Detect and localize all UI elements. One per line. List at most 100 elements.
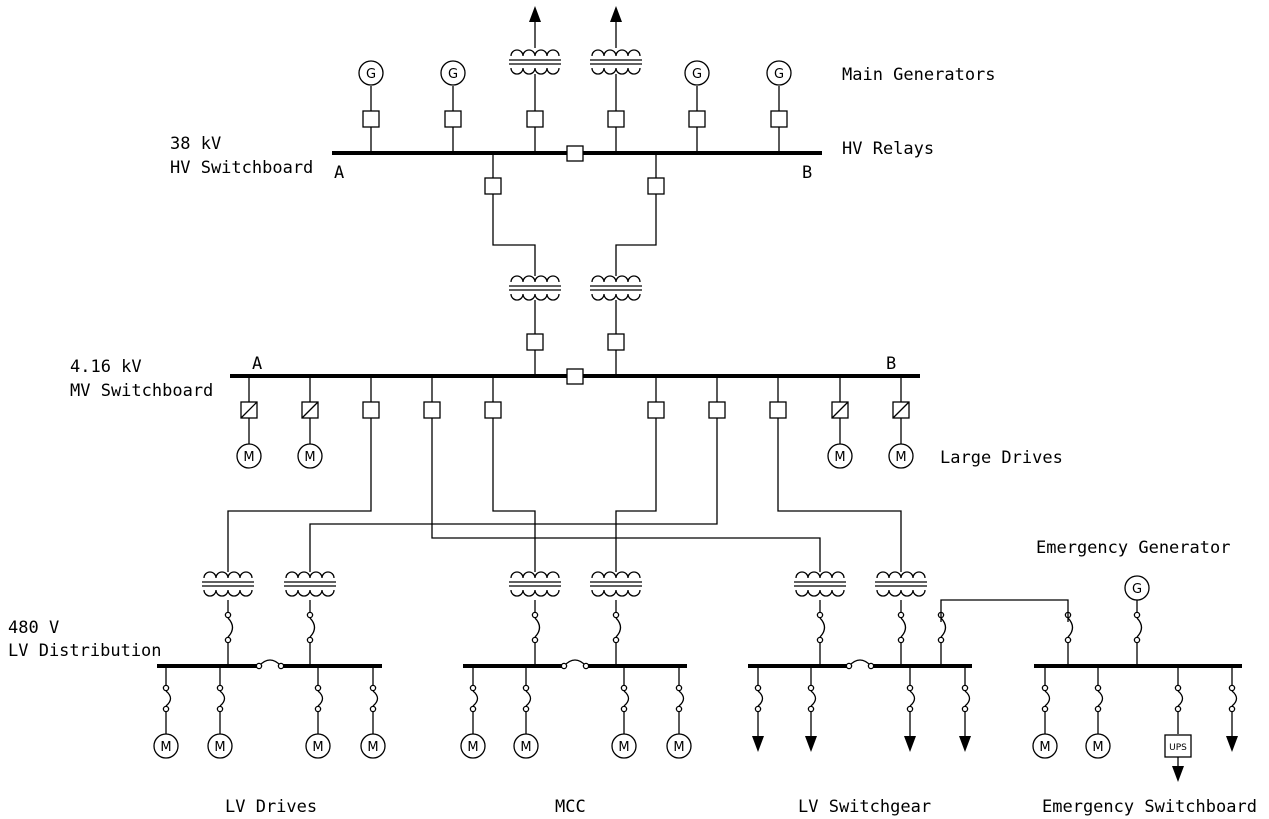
transformer-b (590, 270, 642, 376)
breaker-contact (162, 684, 170, 692)
mv-switchboard: M M M M (227, 368, 920, 566)
mv-section-a-label: A (252, 354, 262, 374)
lv-transformer (875, 566, 927, 597)
breaker-contact (937, 636, 945, 644)
mcc-label: MCC (555, 797, 586, 817)
transformer-winding-icon (795, 589, 845, 597)
lv-drives-label: LV Drives (225, 797, 317, 817)
transformer-winding-icon (591, 589, 641, 597)
mv-switchboard-label: MV Switchboard (70, 381, 213, 401)
hv-switchboard-label: HV Switchboard (170, 158, 313, 178)
breaker-contact (469, 684, 477, 692)
mv-lv-transformers (202, 566, 927, 597)
hv-relay (362, 110, 380, 128)
lv-transformer (509, 566, 561, 597)
breaker-contact (216, 684, 224, 692)
large-drive: M (236, 376, 262, 469)
breaker-arc (810, 690, 817, 707)
breaker-contact (1174, 684, 1182, 692)
breaker-arc (472, 690, 479, 707)
motor-icon (1085, 733, 1111, 759)
feeder-to-lv-switchgear-b (777, 376, 902, 566)
hv-relay (647, 177, 665, 195)
motor-symbol: M (673, 740, 684, 755)
transformer-winding-icon (203, 589, 253, 597)
hv-relay (526, 110, 544, 128)
breaker-contact (906, 684, 914, 692)
generator-symbol: G (1132, 582, 1142, 597)
hv-relay (484, 177, 502, 195)
hv-bus-tie-breaker (566, 145, 584, 162)
breaker-contact (531, 636, 539, 644)
breaker-contact (807, 705, 815, 713)
breaker-contact (867, 662, 875, 670)
motor-icon (236, 443, 262, 469)
breaker-arc (1067, 617, 1074, 638)
motor-symbol: M (467, 740, 478, 755)
breaker-contact (816, 611, 824, 619)
generator-icon (1124, 575, 1150, 601)
emergency-switchboard-label: Emergency Switchboard (1042, 797, 1257, 817)
breaker-arc (819, 617, 826, 638)
hv-section-b-label: B (802, 163, 812, 183)
motor-symbol: M (618, 740, 629, 755)
breaker-contact (1228, 684, 1236, 692)
breaker-contact (754, 684, 762, 692)
breaker-contact (224, 611, 232, 619)
breaker-contact (961, 705, 969, 713)
motor-symbol: M (895, 450, 906, 465)
motor-symbol: M (312, 740, 323, 755)
hv-relay (444, 110, 462, 128)
motor-icon (360, 733, 386, 759)
motor-symbol: M (1092, 740, 1103, 755)
breaker-contact (1133, 636, 1141, 644)
emergency-generator-label: Emergency Generator (1036, 538, 1230, 558)
labels: Main Generators HV Relays 38 kV HV Switc… (8, 65, 1257, 817)
transformer-winding-icon (591, 67, 641, 75)
breaker-contact (845, 662, 853, 670)
breaker-contact (1174, 705, 1182, 713)
motor-icon (1032, 733, 1058, 759)
export-feeder-2 (590, 6, 642, 153)
arrow-down-icon (904, 736, 916, 752)
breaker-contact (277, 662, 285, 670)
transformer-winding-icon (510, 571, 560, 579)
breaker-contact (1064, 636, 1072, 644)
breaker-arc (909, 690, 916, 707)
arrow-up-icon (529, 6, 541, 22)
hv-relay (770, 110, 788, 128)
hv-mv-feeder-a (492, 153, 536, 270)
transformer-winding-icon (876, 571, 926, 579)
transformer-winding-icon (285, 589, 335, 597)
breaker-arc (1136, 617, 1143, 638)
lv-transformer (794, 566, 846, 597)
feeder-to-mcc-a (492, 376, 536, 566)
large-drives-label: Large Drives (940, 448, 1063, 468)
breaker-contact (369, 705, 377, 713)
breaker-contact (612, 611, 620, 619)
breaker-contact (162, 705, 170, 713)
hv-relay (688, 110, 706, 128)
mv-incomer-breaker (607, 333, 625, 351)
hv-mv-feeder-b (615, 153, 657, 270)
breaker-contact (306, 636, 314, 644)
breaker-arc (757, 690, 764, 707)
motor-icon (460, 733, 486, 759)
breaker-contact (314, 684, 322, 692)
transformer-winding-icon (510, 275, 560, 283)
ups-unit: UPS (1164, 734, 1192, 782)
generator-symbol: G (366, 67, 376, 82)
transformer-winding-icon (510, 293, 560, 301)
hv-relays-label: HV Relays (842, 139, 934, 159)
breaker-contact (1094, 705, 1102, 713)
ups-label: UPS (1169, 743, 1187, 753)
breaker-contact (255, 662, 263, 670)
motor-symbol: M (367, 740, 378, 755)
emergency-generator: G (940, 575, 1150, 622)
breaker-contact (531, 611, 539, 619)
mv-feeder-breaker (423, 401, 441, 419)
breaker-contact (1041, 684, 1049, 692)
lv-distribution-label: LV Distribution (8, 641, 162, 661)
motor-icon (297, 443, 323, 469)
hv-voltage-label: 38 kV (170, 134, 221, 154)
